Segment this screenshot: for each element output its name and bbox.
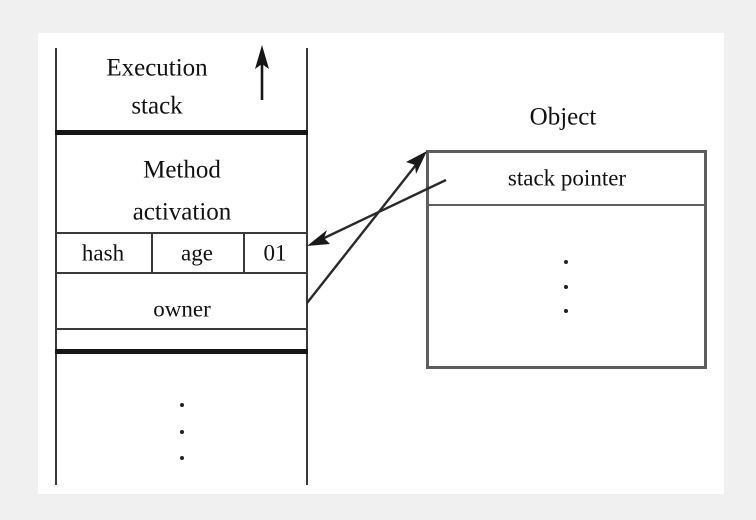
object-box <box>426 150 707 369</box>
frame-header-cell-age: age <box>181 240 213 266</box>
frame-header-bottom-rule <box>55 272 308 274</box>
object-label: Object <box>529 103 597 131</box>
frame-owner-row-label: owner <box>153 296 211 322</box>
stack-right-edge <box>306 48 308 485</box>
object-stack-pointer-divider <box>429 204 704 206</box>
object-ellipsis-dot-1 <box>564 260 568 264</box>
stack-ellipsis-dot-3 <box>180 456 184 460</box>
object-stack-pointer-field: stack pointer <box>507 165 627 191</box>
method-activation-title-line2: activation <box>132 198 232 226</box>
method-activation-title-line1: Method <box>143 156 221 184</box>
object-ellipsis-dot-3 <box>564 309 568 313</box>
header-divider-1 <box>151 232 153 272</box>
header-divider-2 <box>243 232 245 272</box>
execution-stack-heading-line2: stack <box>131 92 183 120</box>
frame-header-cell-flags: 01 <box>263 240 287 266</box>
stack-frame-bottom-boundary <box>55 349 308 354</box>
frame-header-top-rule <box>55 232 308 234</box>
stack-left-edge <box>55 48 57 485</box>
stack-top-frame-boundary <box>55 130 308 135</box>
stack-ellipsis-dot-1 <box>180 403 184 407</box>
object-ellipsis-dot-2 <box>564 285 568 289</box>
stack-ellipsis-dot-2 <box>180 430 184 434</box>
frame-header-cell-hash: hash <box>81 240 125 266</box>
owner-row-bottom-rule <box>55 328 308 330</box>
execution-stack-heading-line1: Execution <box>106 54 208 82</box>
